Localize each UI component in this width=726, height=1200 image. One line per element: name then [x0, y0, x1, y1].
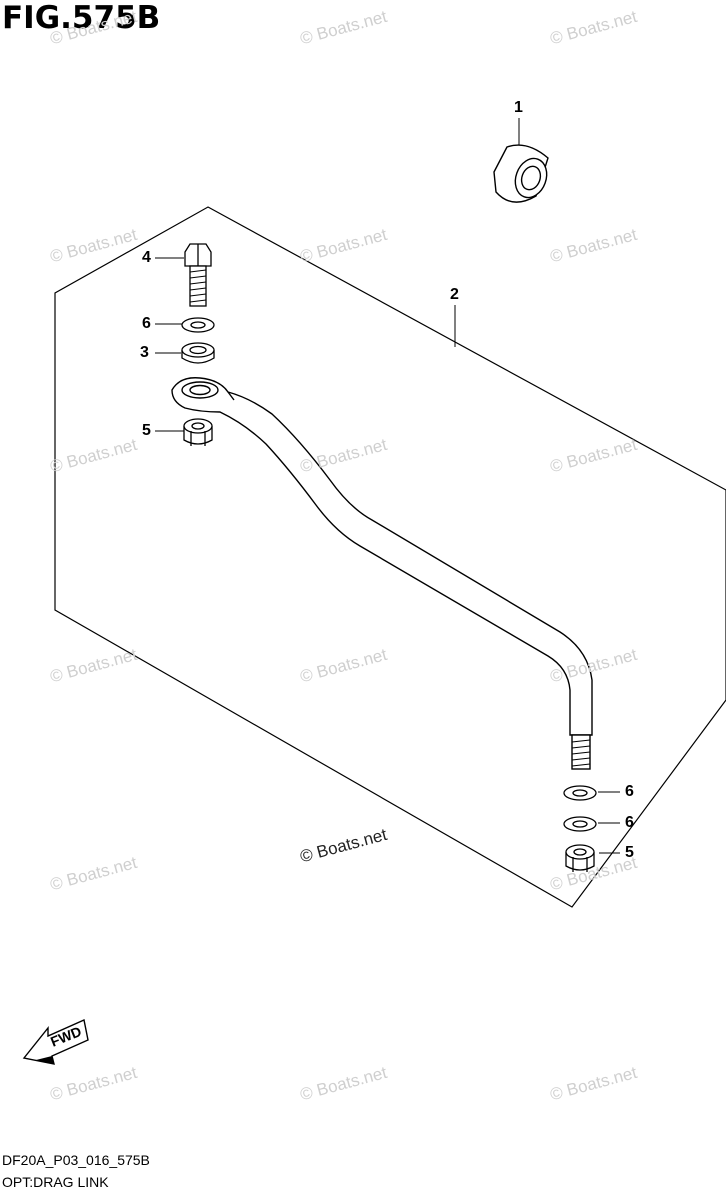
part-6-washer-upper	[181, 317, 215, 333]
part-1-nut	[493, 144, 549, 203]
callout-2: 2	[450, 286, 459, 303]
callout-5-upper: 5	[142, 422, 151, 439]
footer-caption: OPT:DRAG LINK	[2, 1174, 109, 1190]
figure-title: FIG.575B	[2, 0, 161, 36]
part-2-drag-link	[171, 377, 593, 770]
callout-1: 1	[514, 99, 523, 116]
callout-5-lower: 5	[625, 844, 634, 861]
part-3-bushing	[181, 342, 215, 364]
callout-6-upper: 6	[142, 315, 151, 332]
footer-code: DF20A_P03_016_575B	[2, 1152, 150, 1168]
fwd-arrow-icon: FWD	[22, 1019, 89, 1065]
part-4-bolt	[184, 243, 212, 307]
callout-6-lower-2: 6	[625, 814, 634, 831]
callout-4: 4	[142, 249, 151, 266]
part-6-washer-lower-2	[563, 816, 597, 832]
part-5-nut-lower	[565, 844, 595, 872]
part-6-washer-lower-1	[563, 785, 597, 801]
part-5-nut-upper	[183, 418, 213, 446]
callout-3: 3	[140, 344, 149, 361]
kit-outline	[54, 206, 726, 908]
callout-6-lower-1: 6	[625, 783, 634, 800]
